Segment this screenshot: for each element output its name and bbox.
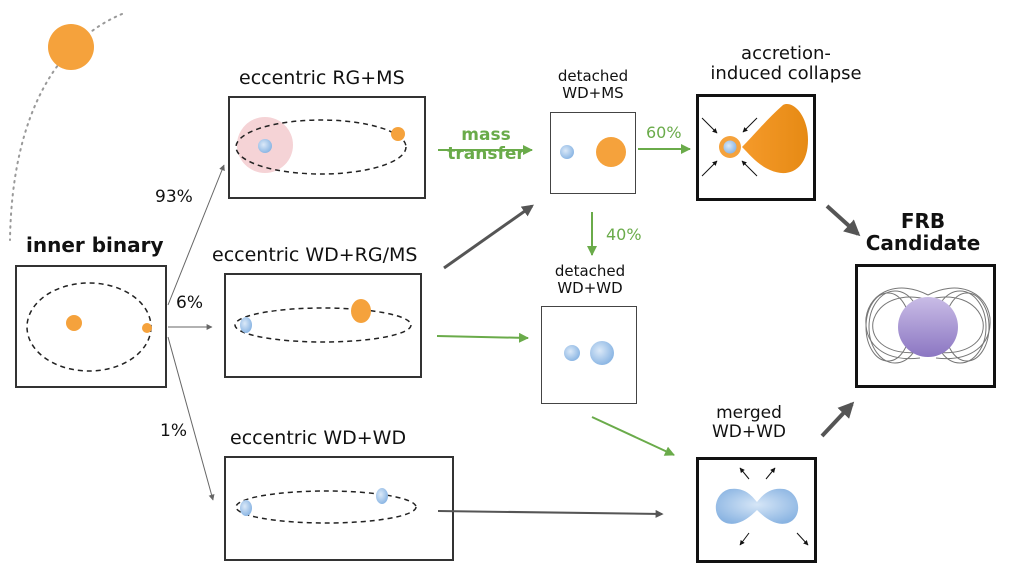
merged-line1: merged	[716, 403, 782, 423]
ms-star	[391, 127, 405, 141]
detached-wd-ms-label: detached WD+MS	[540, 68, 646, 102]
merged-wd-wd-label: merged WD+WD	[694, 403, 804, 443]
aic-label: accretion- induced collapse	[686, 43, 886, 85]
frb-line2: Candidate	[865, 231, 981, 256]
wd-wd-label: eccentric WD+WD	[230, 427, 407, 449]
merging-wd	[715, 488, 799, 524]
rg-ms-label: eccentric RG+MS	[239, 67, 405, 89]
detached-ms	[596, 137, 626, 167]
tertiary-star	[48, 24, 94, 70]
wd-rgms-label: eccentric WD+RG/MS	[212, 244, 418, 266]
inner-binary-box	[15, 265, 167, 388]
frb-line1: FRB	[900, 209, 946, 233]
wd-a	[240, 500, 252, 516]
aic-line2: induced collapse	[710, 63, 862, 85]
detached-wd-ms-line2: WD+MS	[562, 83, 624, 102]
inner-primary-star	[66, 315, 82, 331]
mass-transfer-label: mass transfer	[436, 125, 536, 165]
detached-wd-wd-box	[541, 306, 637, 404]
rg-core	[258, 139, 272, 153]
detached-wd-small	[564, 345, 580, 361]
split-60: 60%	[646, 123, 682, 142]
aic-line1: accretion-	[741, 43, 831, 64]
accreting-wd	[723, 140, 737, 154]
branch-93: 93%	[155, 187, 193, 207]
mass-transfer-line1: mass	[461, 125, 511, 145]
tertiary-orbit	[9, 13, 123, 241]
detached-wd-wd-line1: detached	[554, 262, 626, 280]
detached-wd-wd-line2: WD+WD	[557, 278, 623, 297]
detached-wd-large	[590, 341, 614, 365]
merged-line2: WD+WD	[711, 422, 787, 443]
rgms-star	[351, 299, 371, 323]
wd-rgms-box	[224, 273, 422, 378]
wd-star	[240, 317, 252, 333]
magnetar	[898, 297, 958, 357]
branch-1: 1%	[160, 421, 187, 441]
wd-b	[376, 488, 388, 504]
detached-wd-ms-line1: detached	[557, 67, 629, 85]
branch-6: 6%	[176, 293, 203, 313]
inner-secondary-star	[142, 323, 152, 333]
detached-wd	[560, 145, 574, 159]
detached-wd-wd-label: detached WD+WD	[537, 263, 643, 297]
split-40: 40%	[606, 225, 642, 244]
frb-candidate-label: FRB Candidate	[860, 210, 986, 255]
inner-binary-title: inner binary	[26, 233, 164, 257]
accretion-stream	[742, 103, 808, 174]
mass-transfer-line2: transfer	[447, 144, 525, 165]
